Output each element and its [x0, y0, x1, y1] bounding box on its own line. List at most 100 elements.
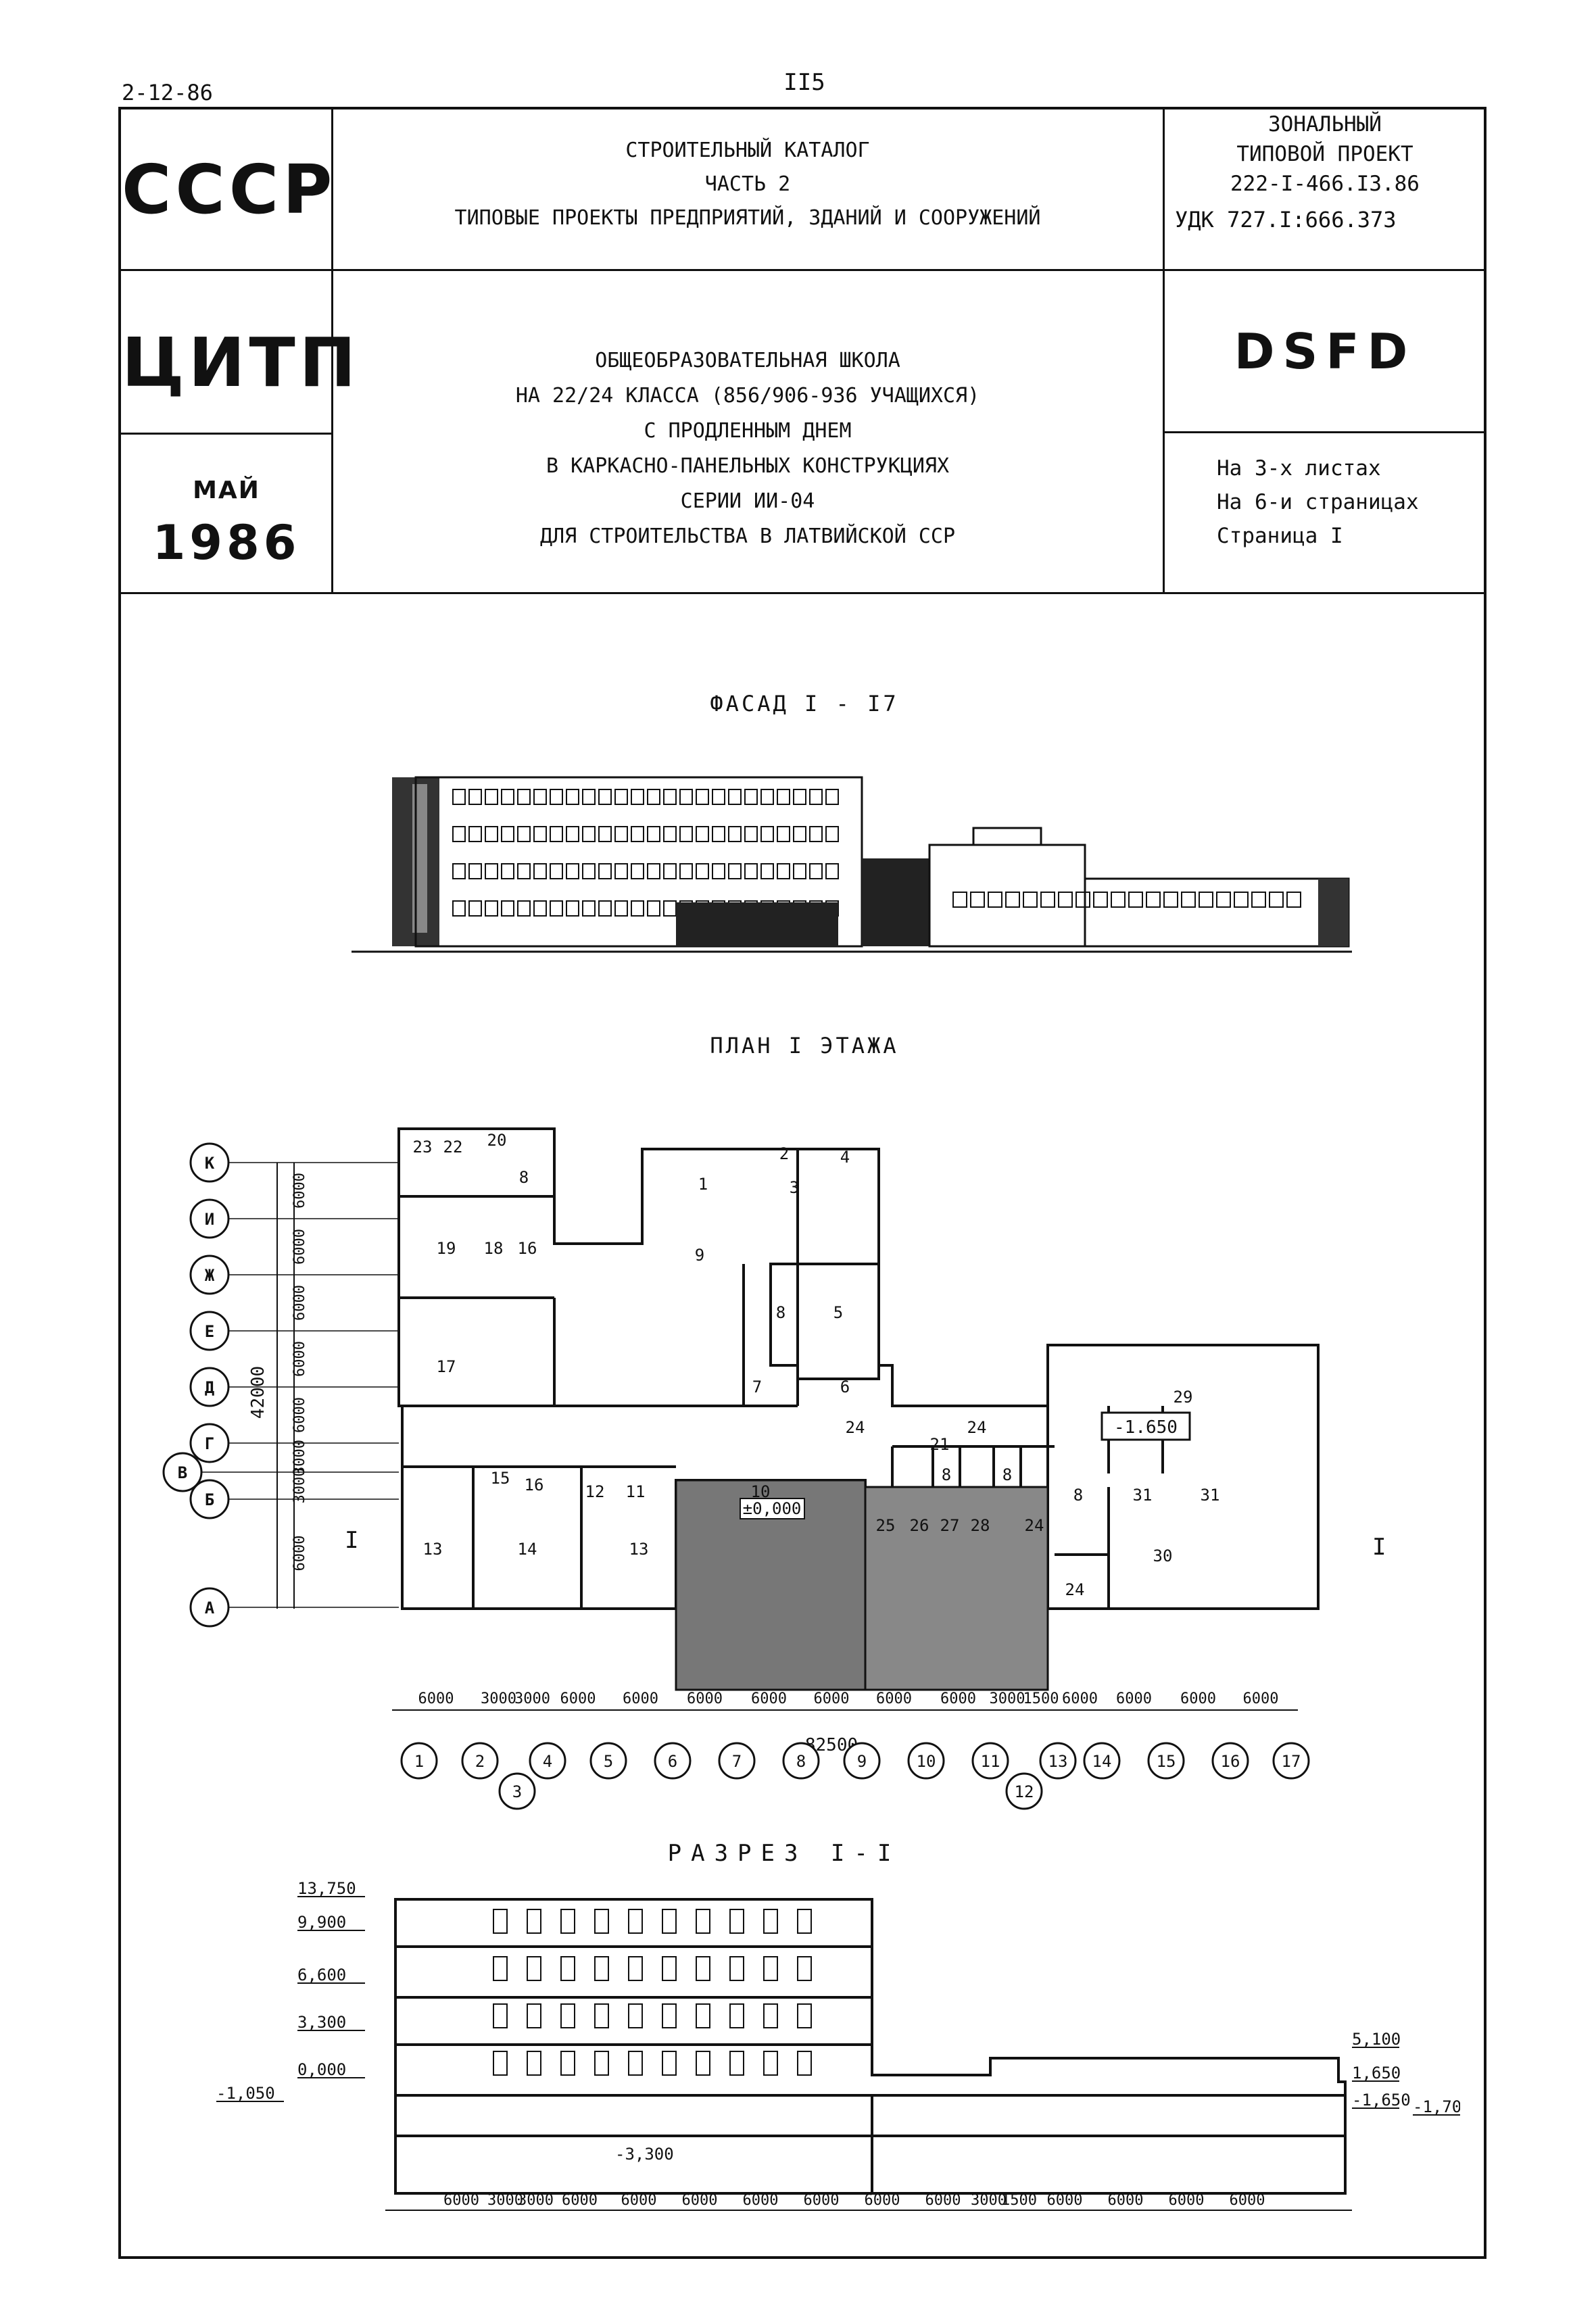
stair-tower-window	[412, 784, 427, 933]
room-number: 19	[437, 1239, 456, 1258]
section-mark-left: I	[345, 1527, 358, 1554]
header-divider-2	[118, 592, 1486, 594]
level-left-label: 13,750	[297, 1879, 356, 1898]
level-right-label: -1,650	[1352, 2091, 1411, 2110]
facade-window	[598, 900, 612, 917]
org-citp: ЦИТП	[122, 323, 360, 402]
facade-window	[1058, 892, 1073, 908]
row-axis-label: Б	[205, 1490, 214, 1509]
column-axis-label: 7	[732, 1752, 742, 1771]
column-axis-label: 16	[1221, 1752, 1240, 1771]
room-number: 4	[840, 1148, 850, 1167]
facade-window	[1181, 892, 1196, 908]
facade-window	[712, 863, 725, 879]
section-dimension-label: 3000	[518, 2192, 554, 2209]
column-dimension-label: 6000	[814, 1690, 850, 1707]
column-axis-label: 4	[543, 1752, 552, 1771]
facade-window	[452, 863, 466, 879]
facade-window	[631, 789, 644, 805]
room-number: 5	[833, 1303, 843, 1322]
room-number: 13	[423, 1540, 443, 1559]
section-title: РАЗРЕЗ I-I	[667, 1840, 901, 1867]
room-number: 11	[626, 1482, 646, 1501]
facade-window	[679, 789, 693, 805]
section-opening	[662, 1909, 677, 1934]
facade-window	[1216, 892, 1231, 908]
column-dimension-label: 3000	[514, 1690, 550, 1707]
facade-window	[533, 789, 547, 805]
facade-window	[1251, 892, 1266, 908]
header-divider-1	[118, 269, 1486, 271]
level-left-label: 0,000	[297, 2060, 346, 2079]
row-axis-label: В	[178, 1463, 187, 1482]
section-opening	[729, 2003, 744, 2028]
facade-window	[679, 863, 693, 879]
column-axis-bubble	[907, 1742, 945, 1780]
section-opening	[493, 2051, 508, 2076]
facade-window	[1075, 892, 1090, 908]
facade-window	[1023, 892, 1038, 908]
left-col-divider	[118, 433, 333, 435]
column-axis-bubble	[529, 1742, 566, 1780]
facade-window	[663, 900, 677, 917]
facade-window	[647, 863, 660, 879]
section-opening	[763, 2051, 778, 2076]
facade-window	[485, 863, 498, 879]
section-opening	[594, 2003, 609, 2028]
facade-window	[809, 826, 823, 842]
room-number: 27	[940, 1516, 960, 1535]
section-dimension-label: 6000	[743, 2192, 779, 2209]
facade-window	[501, 826, 514, 842]
facade-window	[631, 900, 644, 917]
catalog-title: СТРОИТЕЛЬНЫЙ КАТАЛОГ ЧАСТЬ 2 ТИПОВЫЕ ПРО…	[335, 134, 1161, 235]
section-opening	[763, 2003, 778, 2028]
facade-window	[777, 826, 790, 842]
facade-window	[744, 789, 758, 805]
room-number: 31	[1201, 1486, 1220, 1505]
column-axis-bubble	[1005, 1772, 1043, 1810]
column-dimension-label: 3000	[990, 1690, 1025, 1707]
section-opening	[763, 1956, 778, 1981]
column-axis-bubble	[1272, 1742, 1310, 1780]
section-opening	[729, 2051, 744, 2076]
facade-window	[663, 789, 677, 805]
room-number: 21	[930, 1435, 950, 1454]
level-left-label: -1,050	[216, 2084, 275, 2103]
facade-window	[598, 863, 612, 879]
facade-window	[970, 892, 985, 908]
column-axis-label: 14	[1092, 1752, 1112, 1771]
facade-window	[533, 900, 547, 917]
facade-window	[566, 789, 579, 805]
header-vline-2	[1163, 107, 1165, 592]
room-number: 18	[484, 1239, 504, 1258]
section-opening	[493, 1956, 508, 1981]
section-opening	[527, 2003, 541, 2028]
section-opening	[797, 1909, 812, 1934]
facade-window	[550, 900, 563, 917]
row-axis-label: И	[205, 1210, 214, 1229]
section-dimension-label: 6000	[1047, 2192, 1083, 2209]
room-number: 13	[629, 1540, 649, 1559]
column-dimension-label: 1500	[1023, 1690, 1059, 1707]
section-opening	[729, 1909, 744, 1934]
facade-window	[809, 789, 823, 805]
level-right-label: 1,650	[1352, 2064, 1401, 2082]
project-code: DSFD	[1234, 323, 1416, 380]
facade-window	[1163, 892, 1178, 908]
column-axis-label: 12	[1015, 1782, 1034, 1801]
column-dimension-label: 6000	[1243, 1690, 1279, 1707]
column-dimension-label: 6000	[687, 1690, 723, 1707]
facade-window	[614, 863, 628, 879]
column-dimension-label: 6000	[623, 1690, 658, 1707]
level-left-label: 6,600	[297, 1966, 346, 1984]
facade-window	[468, 789, 482, 805]
zero-mark: ±0,000	[743, 1499, 802, 1518]
section-outline	[394, 1898, 1347, 2195]
facade-window	[663, 826, 677, 842]
facade-window	[728, 789, 742, 805]
